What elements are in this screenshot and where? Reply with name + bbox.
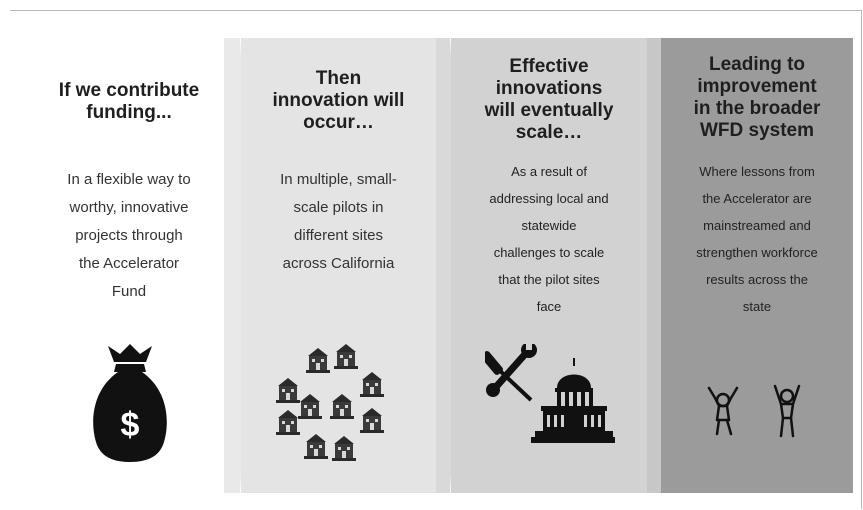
body-line: that the pilot sites: [498, 272, 600, 287]
body-line: mainstreamed and: [703, 218, 811, 233]
title-line: Then: [315, 68, 362, 89]
title-line: will eventually: [484, 100, 614, 121]
body-line: Fund: [111, 283, 147, 300]
body-line: across California: [282, 255, 395, 272]
body-line: the Accelerator are: [702, 191, 812, 206]
capitol-building-icon: [531, 358, 615, 443]
title-line: Leading to: [708, 54, 806, 75]
title-line: innovation will: [272, 90, 405, 111]
panel-body: In a flexible way to worthy, innovative …: [34, 166, 224, 306]
panel-body: Where lessons from the Accelerator are m…: [661, 158, 853, 320]
body-line: results across the: [706, 272, 808, 287]
school-buildings-icon: [276, 344, 384, 461]
panel-body: In multiple, small- scale pilots in diff…: [241, 166, 436, 278]
wrench-icon: [486, 344, 537, 397]
body-line: strengthen workforce: [696, 245, 818, 260]
body-line: state: [742, 299, 772, 314]
panel-body: As a result of addressing local and stat…: [451, 158, 647, 320]
panel-title: Then innovation will occur…: [241, 68, 436, 134]
body-line: scale pilots in: [293, 199, 384, 216]
diagram-frame: [10, 10, 862, 509]
tools-and-capitol-icon: [485, 344, 615, 443]
body-line: challenges to scale: [493, 245, 605, 260]
title-line: funding...: [86, 102, 172, 123]
body-line: As a result of: [511, 164, 587, 179]
cheering-people-icon: [707, 384, 801, 438]
panel-title: Leading to improvement in the broader WF…: [661, 54, 853, 142]
title-line: improvement: [697, 76, 817, 97]
screwdriver-icon: [485, 351, 533, 402]
title-line: WFD system: [699, 120, 815, 141]
body-line: face: [536, 299, 562, 314]
panel-funding: If we contribute funding... In a flexibl…: [34, 38, 224, 493]
dollar-sign: $: [121, 406, 140, 444]
body-line: different sites: [294, 227, 383, 244]
title-line: scale…: [515, 122, 583, 143]
title-line: Effective: [509, 56, 589, 77]
panel-title: Effective innovations will eventually sc…: [451, 56, 647, 144]
body-line: projects through: [75, 227, 183, 244]
panel-improvement: Leading to improvement in the broader WF…: [661, 38, 853, 493]
panel-scale: Effective innovations will eventually sc…: [451, 38, 647, 493]
body-line: In a flexible way to: [67, 171, 191, 188]
title-line: occur…: [303, 112, 374, 133]
body-line: addressing local and: [489, 191, 609, 206]
body-line: statewide: [521, 218, 577, 233]
title-line: in the broader: [693, 98, 821, 119]
body-line: In multiple, small-: [280, 171, 397, 188]
title-line: innovations: [495, 78, 603, 99]
title-line: If we contribute: [58, 80, 200, 101]
panel-innovation: Then innovation will occur… In multiple,…: [241, 38, 436, 493]
panel-title: If we contribute funding...: [34, 80, 224, 124]
body-line: the Accelerator: [78, 255, 180, 272]
money-bag-icon: $: [93, 344, 167, 462]
body-line: Where lessons from: [699, 164, 815, 179]
body-line: worthy, innovative: [69, 199, 189, 216]
